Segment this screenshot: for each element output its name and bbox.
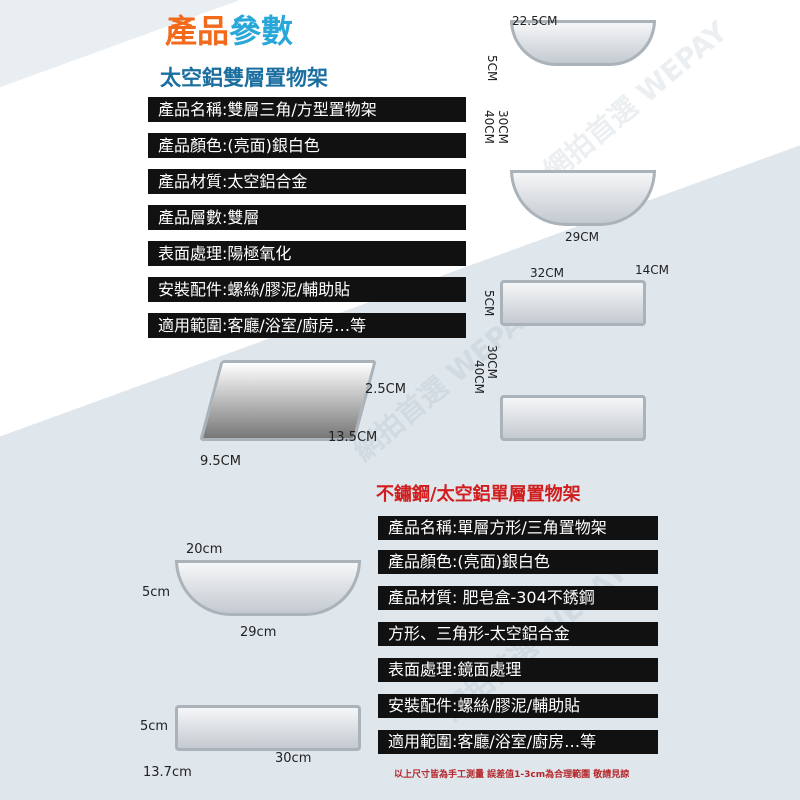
title-part2: 參數	[229, 12, 294, 50]
single-shelf-title: 不鏽鋼/太空鋁單層置物架	[376, 484, 581, 505]
dim-label: 5CM	[485, 55, 499, 82]
dim-label: 5cm	[142, 585, 171, 600]
square-double-shelf-image	[500, 395, 646, 441]
spec-row: 安裝配件:螺絲/膠泥/輔助貼	[378, 694, 658, 718]
square-single-shelf-image	[175, 705, 361, 751]
dim-label: 14CM	[635, 263, 670, 277]
dim-label: 5cm	[140, 719, 169, 734]
dim-label: 40CM	[472, 360, 486, 395]
corner-single-shelf-image	[175, 560, 361, 616]
spec-row: 產品名稱:單層方形/三角置物架	[378, 516, 658, 540]
square-double-shelf-image	[500, 280, 646, 326]
dim-label: 22.5CM	[512, 14, 558, 28]
spec-row: 表面處理:陽極氧化	[148, 241, 466, 266]
spec-row: 產品顏色:(亮面)銀白色	[148, 133, 466, 158]
spec-row: 產品層數:雙層	[148, 205, 466, 230]
dim-label: 13.5CM	[328, 430, 378, 445]
spec-row: 產品材質:太空鋁合金	[148, 169, 466, 194]
spec-row: 方形、三角形-太空鋁合金	[378, 622, 658, 646]
dim-label: 30cm	[275, 751, 312, 766]
spec-row: 適用範圍:客廳/浴室/廚房…等	[378, 730, 658, 754]
spec-row: 表面處理:鏡面處理	[378, 658, 658, 682]
footnote: 以上尺寸皆為手工測量 誤差值1-3cm為合理範圍 敬請見諒	[394, 770, 630, 780]
dim-label: 5CM	[482, 290, 496, 317]
dim-label: 32CM	[530, 266, 565, 280]
spec-row: 產品材質: 肥皂盒-304不銹鋼	[378, 586, 658, 610]
subtitle: 太空鋁雙層置物架	[160, 66, 328, 90]
dim-label: 29CM	[565, 230, 600, 244]
soap-dish-image	[199, 360, 377, 441]
spec-row: 產品名稱:雙層三角/方型置物架	[148, 97, 466, 122]
dim-label: 13.7cm	[143, 765, 192, 780]
dim-label: 30CM	[496, 110, 510, 145]
dim-label: 40CM	[482, 110, 496, 145]
page-title: 產品參數	[165, 6, 293, 52]
spec-row: 安裝配件:螺絲/膠泥/輔助貼	[148, 277, 466, 302]
dim-label: 20cm	[186, 542, 223, 557]
spec-row: 產品顏色:(亮面)銀白色	[378, 550, 658, 574]
dim-label: 2.5CM	[365, 382, 406, 397]
title-part1: 產品	[165, 12, 230, 50]
dim-label: 9.5CM	[200, 454, 241, 469]
spec-row: 適用範圍:客廳/浴室/廚房…等	[148, 313, 466, 338]
dim-label: 29cm	[240, 625, 277, 640]
dim-label: 30CM	[485, 345, 499, 380]
